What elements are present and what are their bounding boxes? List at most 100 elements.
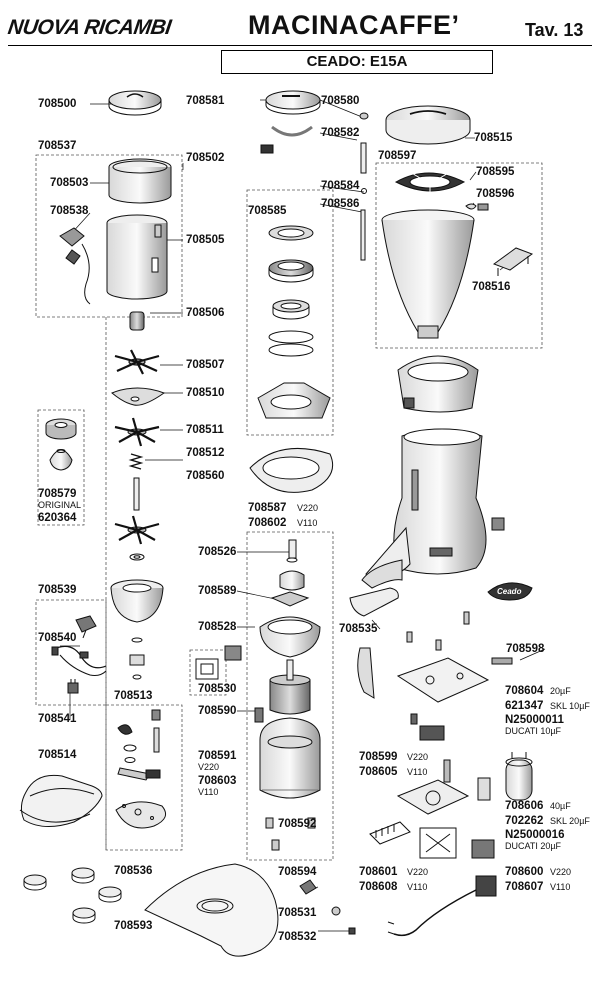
spring-708512-shape	[128, 453, 144, 470]
hopper-body-708505-shape	[106, 214, 168, 300]
part-number: 708605	[359, 766, 398, 778]
capacitance-label: DUCATI 10µF	[505, 726, 562, 736]
part-number: 621347	[505, 700, 544, 712]
hopper-708597-shape	[381, 209, 475, 339]
part-number: 708584	[321, 180, 360, 192]
part-number: 708587	[248, 502, 287, 514]
feet-708536-shapes	[23, 867, 122, 924]
part-number: 708607	[505, 881, 544, 893]
cone-708579-shape	[45, 418, 77, 471]
spring-708584-shape	[361, 188, 367, 194]
bowl-shape	[110, 579, 164, 623]
voltage-label: V110	[297, 518, 318, 528]
part-number: 708582	[321, 127, 360, 139]
capacitance-label: SKL 20µF	[550, 816, 590, 826]
part-number: 708502	[186, 152, 225, 164]
part-number: 708500	[38, 98, 77, 110]
screw-708580-shape	[359, 112, 369, 120]
part-number: N25000011	[505, 714, 564, 726]
motor-column-shapes	[254, 539, 321, 851]
part-number: 620364	[38, 512, 77, 524]
part-number: 708590	[198, 705, 237, 717]
part-number: 708600	[505, 866, 544, 878]
part-number: 708580	[321, 95, 360, 107]
part-number: 708503	[50, 177, 89, 189]
ceado-decal: Ceado	[497, 587, 522, 596]
part-number: 708585	[248, 205, 287, 217]
part-number: 708598	[506, 643, 545, 655]
part-number: 708514	[38, 749, 77, 761]
filter-708595-shape	[394, 171, 466, 192]
model-label: CEADO: E15A	[221, 50, 493, 74]
part-number: 708597	[378, 150, 417, 162]
hopper-lid-708515-shape	[385, 105, 471, 145]
small-parts-column	[129, 637, 145, 680]
base-plate-708593-shape	[144, 863, 279, 957]
page-title: MACINACAFFE’	[248, 10, 460, 40]
dispenser-blade-708507-shape	[114, 349, 160, 375]
part-number: 708586	[321, 198, 360, 210]
part-number: 708596	[476, 188, 515, 200]
electronics-shapes	[357, 611, 513, 937]
ring-708560-shape	[249, 448, 334, 493]
capacitance-label: SKL 10µF	[550, 701, 590, 711]
harness-708540-shape	[51, 645, 107, 676]
guard-708514-shape	[19, 774, 103, 827]
part-number: 708532	[278, 931, 317, 943]
group-frames	[35, 154, 543, 861]
voltage-label: V110	[407, 882, 428, 892]
voltage-label: V220	[407, 867, 429, 877]
blade-708511-shape	[114, 417, 160, 447]
part-number: 708603	[198, 775, 237, 787]
part-number: 708511	[186, 424, 224, 436]
part-number: 708535	[339, 623, 378, 635]
clip-708596-shape	[465, 203, 489, 211]
voltage-label: V220	[550, 867, 572, 877]
part-number: 708513	[114, 690, 153, 702]
part-number: 708516	[472, 281, 511, 293]
part-number: 708505	[186, 234, 225, 246]
voltage-label: V110	[407, 767, 428, 777]
washer-shape	[129, 553, 145, 561]
part-number: 708579	[38, 488, 77, 500]
part-number: 708581	[186, 95, 225, 107]
plate-708510-shape	[111, 387, 166, 406]
voltage-label: V110	[198, 787, 219, 797]
small-parts-708594-shapes	[299, 879, 356, 935]
part-number: 708515	[474, 132, 513, 144]
part-number: 708507	[186, 359, 225, 371]
voltage-label: V220	[407, 752, 429, 762]
part-number: 708595	[476, 166, 515, 178]
plug-708528-shape	[224, 645, 242, 661]
table-number: Tav. 13	[525, 20, 584, 40]
part-number: 708536	[114, 865, 153, 877]
header-rule	[8, 45, 592, 46]
part-number: 708589	[198, 585, 237, 597]
capacitance-label: 40µF	[550, 801, 571, 811]
part-number: 708531	[278, 907, 317, 919]
part-number: 708608	[359, 881, 398, 893]
sensor-708538-shape	[59, 227, 91, 305]
part-number: 708538	[50, 205, 89, 217]
pin-708586-shape	[360, 209, 366, 261]
capacitance-label: DUCATI 20µF	[505, 841, 562, 851]
part-number: 708606	[505, 800, 544, 812]
capacitance-label: 20µF	[550, 686, 571, 696]
lid-708581-shape	[260, 90, 321, 154]
part-number: N25000016	[505, 829, 565, 841]
part-number: 708526	[198, 546, 237, 558]
part-number: 708602	[248, 517, 287, 529]
voltage-label: V220	[198, 762, 220, 772]
voltage-label: V220	[297, 503, 319, 513]
part-number: 702262	[505, 815, 544, 827]
rod-708582-shape	[360, 142, 367, 174]
part-number: 708593	[114, 920, 153, 932]
part-number: 708512	[186, 447, 225, 459]
parts-708513-shapes	[115, 709, 167, 829]
part-number: 708592	[278, 818, 317, 830]
part-number: 708604	[505, 685, 544, 697]
part-number: 708541	[38, 713, 77, 725]
blade-lower-shape	[114, 515, 160, 545]
